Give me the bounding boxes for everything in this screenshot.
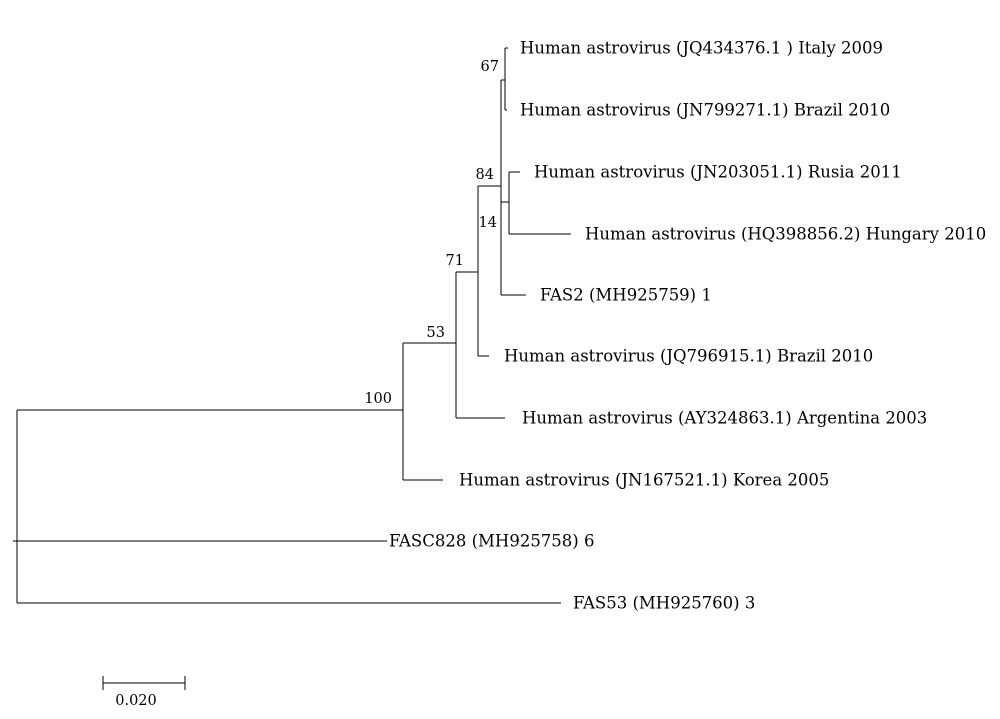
scale-bar-label: 0.020 — [115, 693, 157, 709]
leaf-label-rusia: Human astrovirus (JN203051.1) Rusia 2011 — [534, 163, 902, 182]
leaf-label-fasc828: FASC828 (MH925758) 6 — [389, 532, 595, 551]
scale-bar: 0.020 — [102, 676, 186, 709]
leaf-label-fas53: FAS53 (MH925760) 3 — [573, 594, 755, 613]
leaf-label-fas2: FAS2 (MH925759) 1 — [540, 286, 712, 305]
leaf-label-argentina: Human astrovirus (AY324863.1) Argentina … — [522, 409, 927, 428]
support-value-14: 14 — [479, 215, 497, 231]
support-value-71: 71 — [446, 253, 464, 269]
leaf-label-brazil-jq796915: Human astrovirus (JQ796915.1) Brazil 201… — [504, 347, 873, 366]
support-value-53: 53 — [427, 325, 445, 341]
support-value-67: 67 — [481, 59, 499, 75]
support-value-84: 84 — [476, 167, 494, 183]
leaf-label-korea: Human astrovirus (JN167521.1) Korea 2005 — [459, 471, 829, 490]
leaf-label-brazil-jn799271: Human astrovirus (JN799271.1) Brazil 201… — [520, 101, 890, 120]
leaf-label-hungary: Human astrovirus (HQ398856.2) Hungary 20… — [585, 225, 986, 244]
leaf-label-italy: Human astrovirus (JQ434376.1 ) Italy 200… — [520, 39, 883, 58]
support-value-100: 100 — [364, 391, 392, 407]
